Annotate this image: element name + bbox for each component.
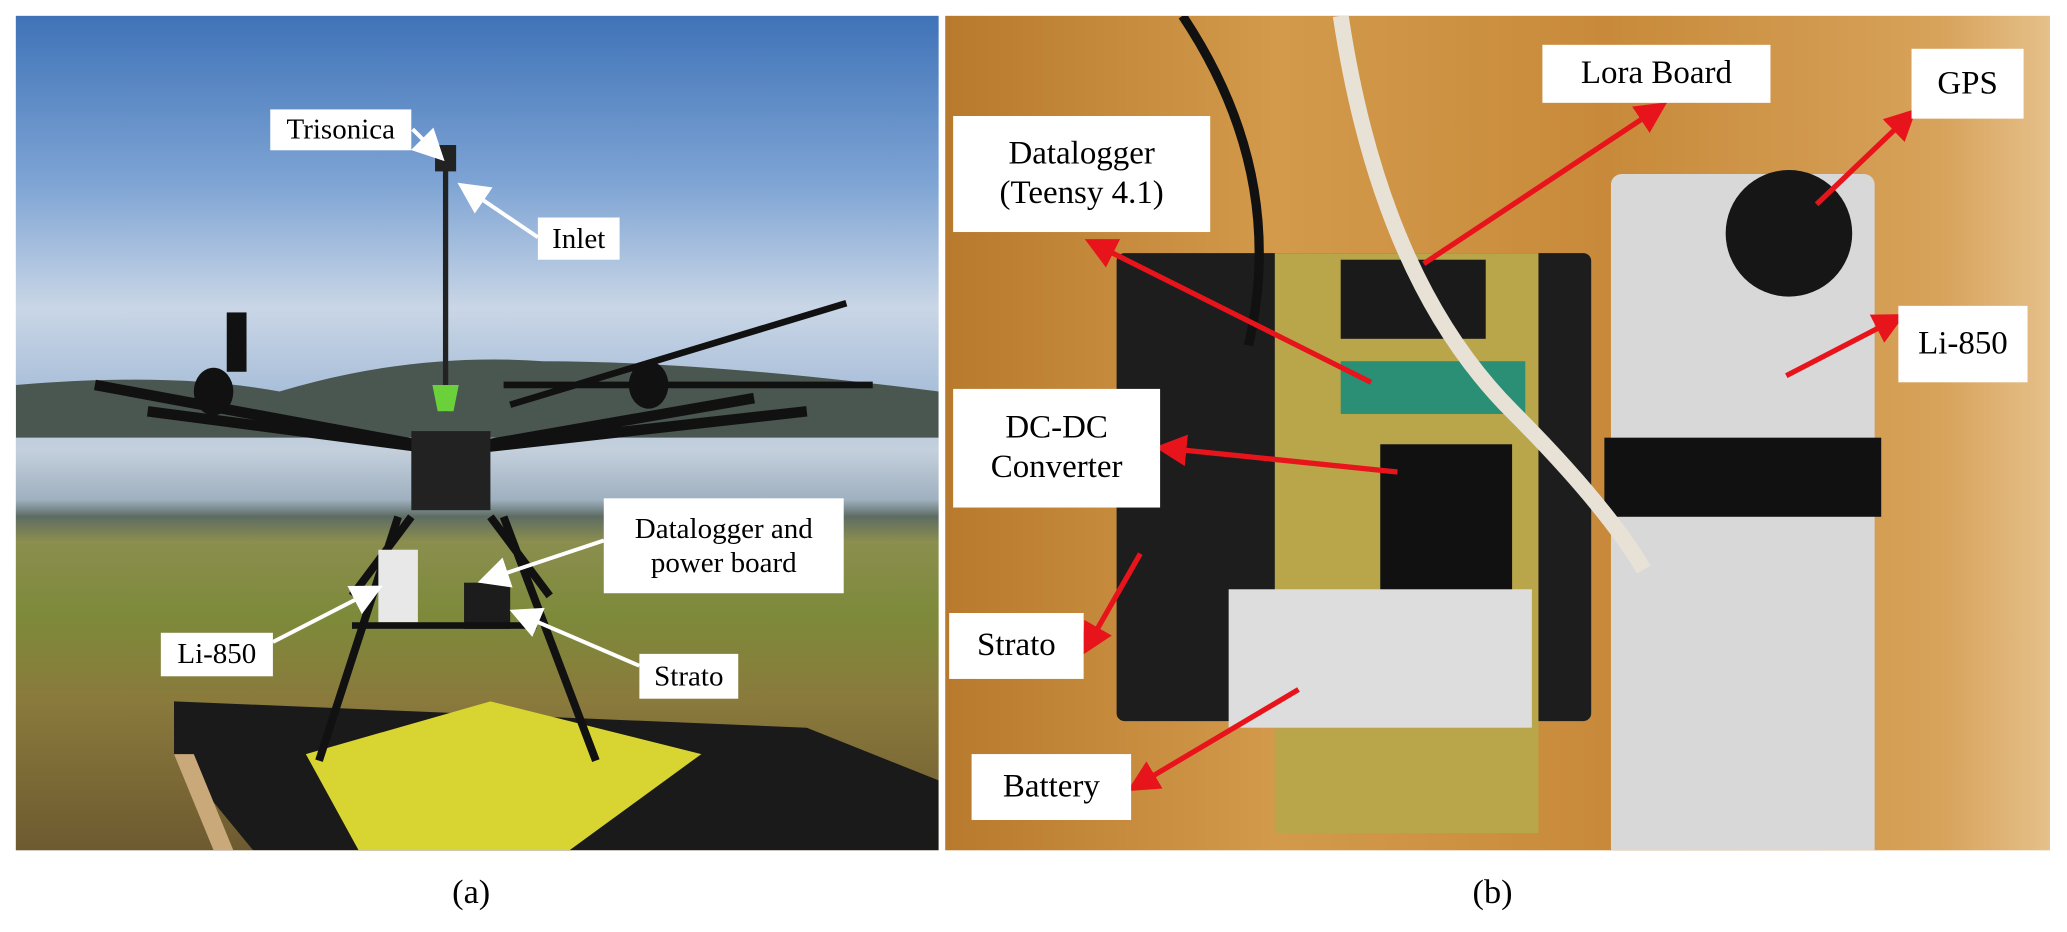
label-dcdc-converter: DC-DC Converter <box>953 388 1161 508</box>
arrow-datalogger <box>1084 239 1373 385</box>
label-inlet: Inlet <box>537 217 620 260</box>
arrows-panel-a <box>271 127 641 668</box>
caption-b: (b) <box>1472 872 1513 911</box>
arrow-battery <box>1127 687 1300 792</box>
label-trisonica: Trisonica <box>270 109 412 151</box>
arrows-panel-b <box>1082 102 1917 792</box>
arrow-datalogger <box>477 538 605 588</box>
arrow-strato <box>1082 552 1143 656</box>
arrow-lora <box>1422 102 1668 266</box>
label-strato-a: Strato <box>639 653 739 699</box>
arrow-strato <box>509 607 641 668</box>
label-li850-a: Li-850 <box>160 632 273 677</box>
arrow-gps <box>1814 108 1917 207</box>
label-datalogger-power-board: Datalogger and power board <box>603 498 844 594</box>
label-strato-b: Strato <box>949 613 1084 679</box>
arrow-dcdc <box>1154 434 1398 475</box>
caption-a: (a) <box>452 872 491 911</box>
drone-illustration <box>15 145 939 851</box>
arrow-inlet <box>457 182 539 239</box>
arrow-trisonica <box>411 127 445 162</box>
label-gps: GPS <box>1911 48 2024 119</box>
label-lora-board: Lora Board <box>1542 44 1771 103</box>
drone-field-photo <box>15 15 939 851</box>
label-battery: Battery <box>971 754 1132 820</box>
board-illustration <box>1116 15 1882 851</box>
label-datalogger-teensy: Datalogger (Teensy 4.1) <box>953 116 1211 233</box>
label-li850-b: Li-850 <box>1898 305 2028 383</box>
arrow-li850 <box>1785 314 1906 379</box>
arrow-li850 <box>271 585 383 644</box>
